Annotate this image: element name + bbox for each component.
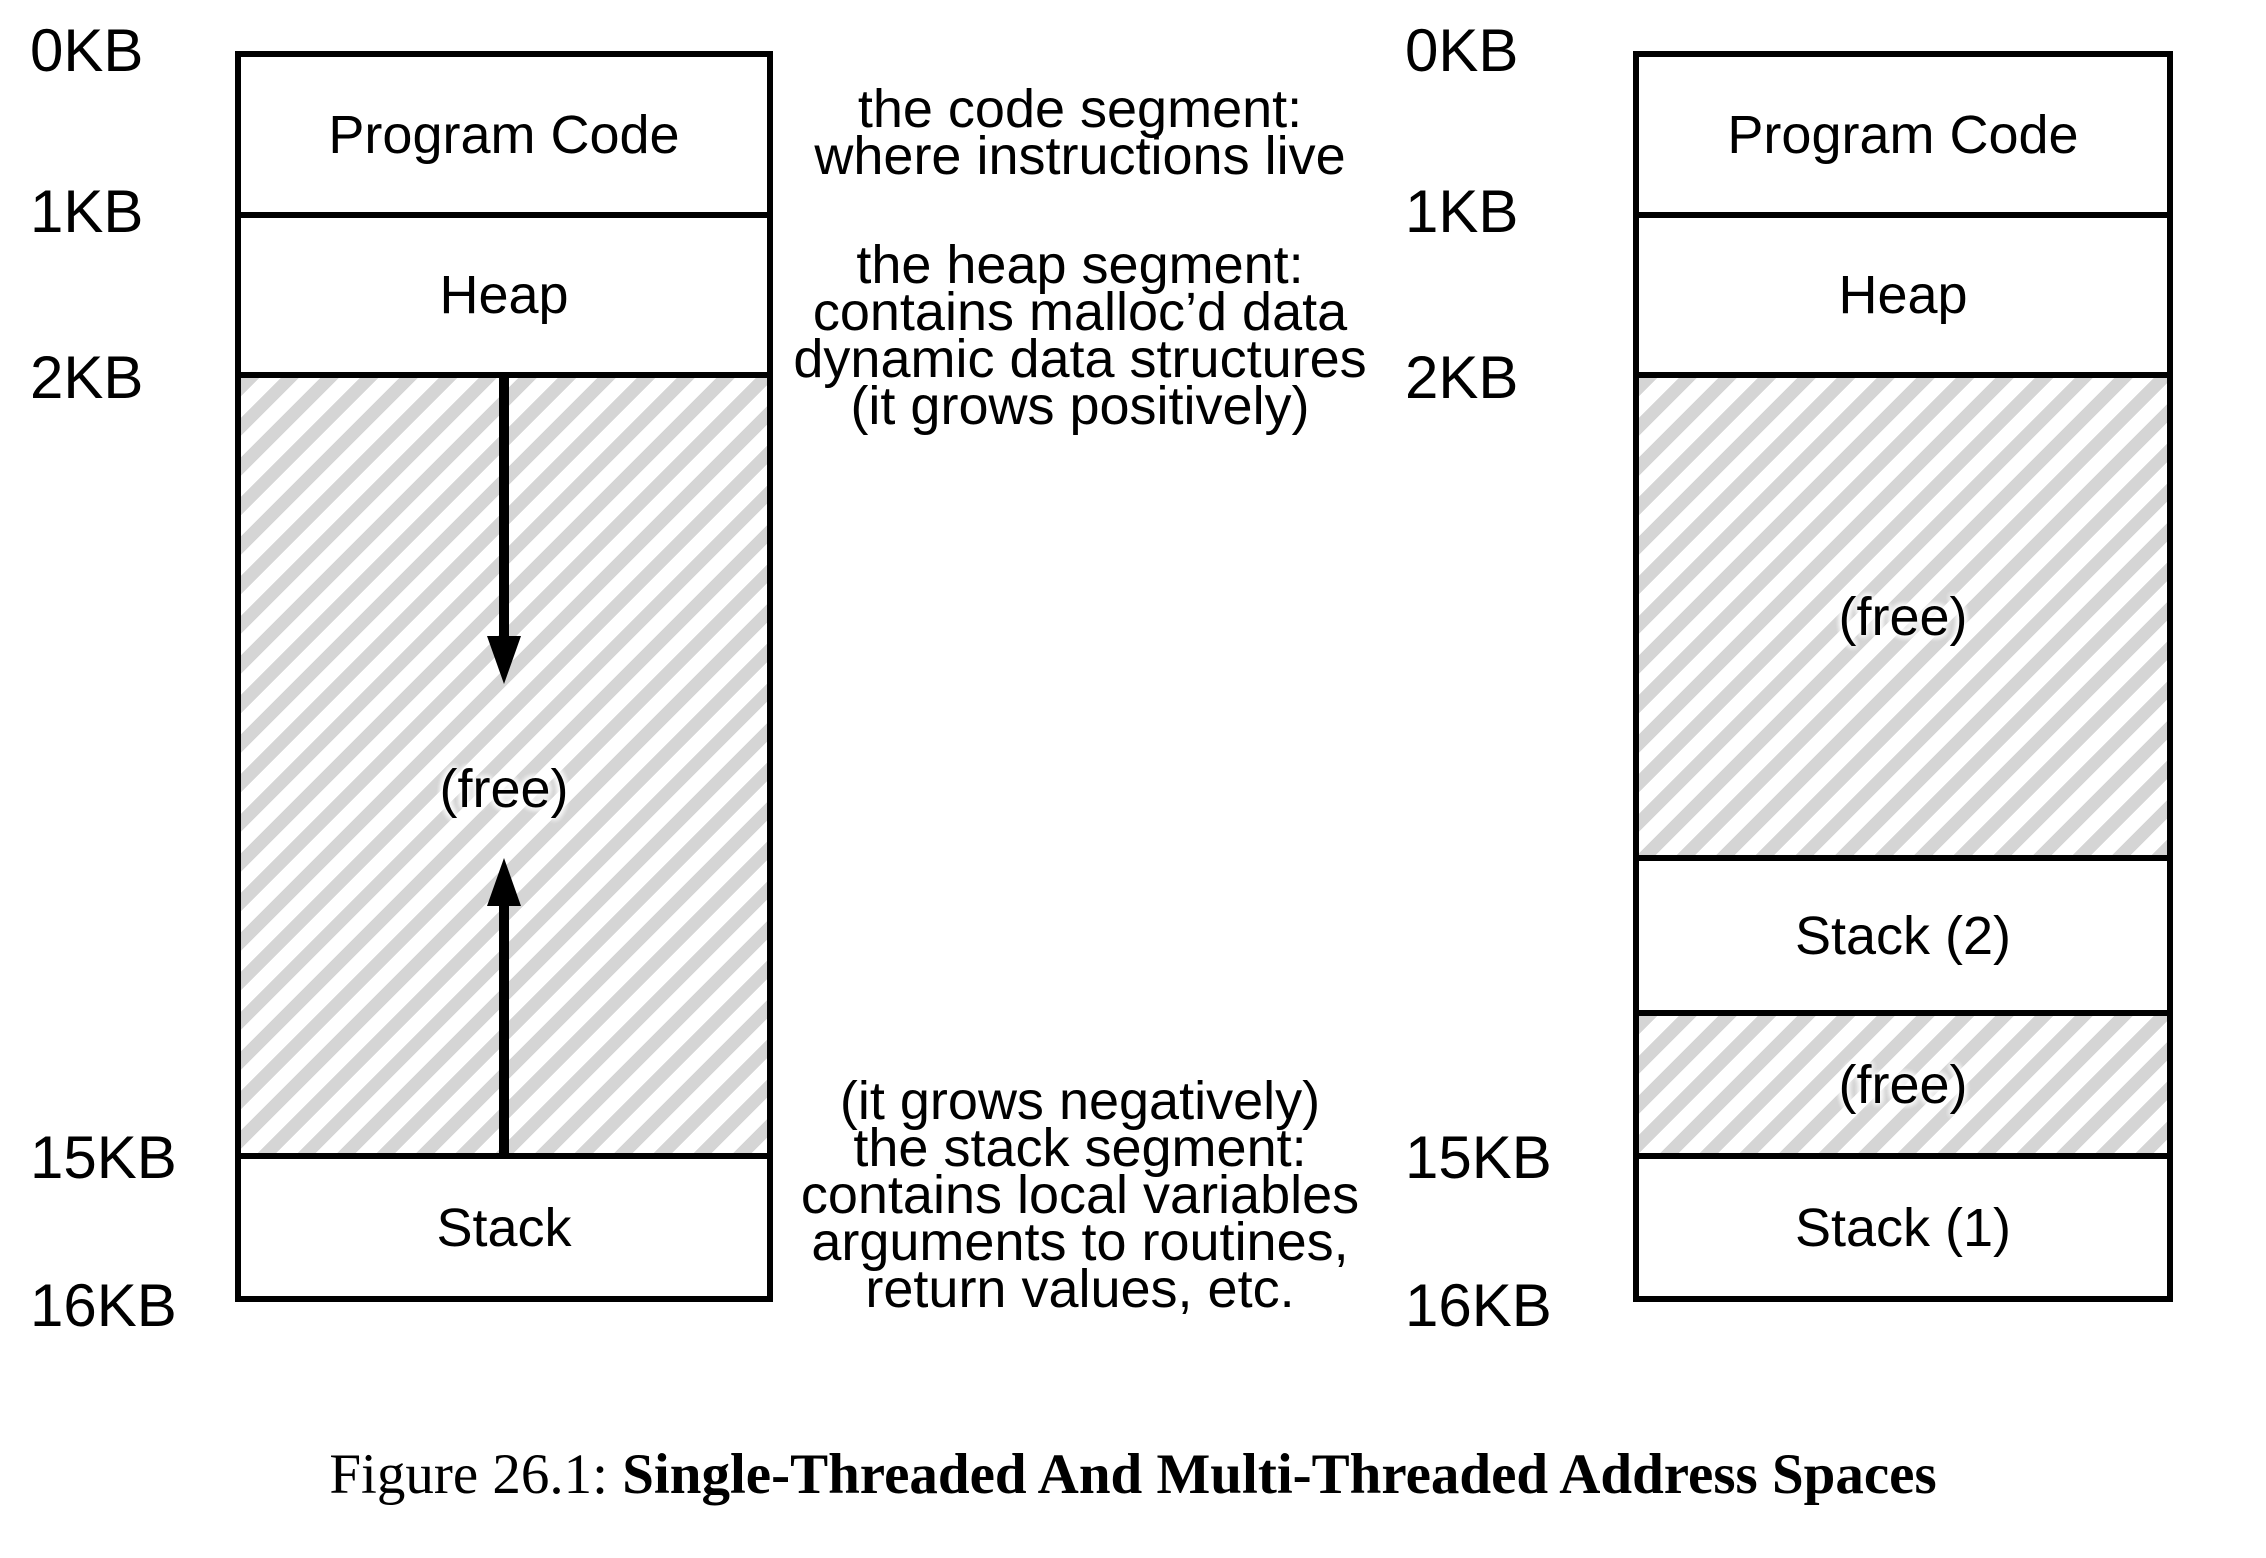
figure-caption-number: Figure 26.1: — [329, 1443, 623, 1506]
left-addr-label-16kb: 16KB — [30, 1272, 177, 1339]
right-addr-label-15kb: 15KB — [1405, 1124, 1552, 1191]
segment-heap: Heap — [1639, 212, 2167, 372]
heap-growth-arrow-head — [487, 636, 521, 684]
segment-program-code: Program Code — [241, 57, 767, 212]
annotation-line: arguments to routines, — [811, 1212, 1349, 1272]
segment-free-top: (free) — [1639, 372, 2167, 855]
annotation-line: (it grows negatively) — [839, 1071, 1321, 1131]
left-addr-label-0kb: 0KB — [30, 17, 144, 84]
segment-label: Stack (1) — [1794, 1197, 2012, 1258]
right-addr-label-1kb: 1KB — [1405, 178, 1519, 245]
left-addr-label-2kb: 2KB — [30, 344, 144, 411]
annotation-line: contains malloc’d data — [812, 282, 1348, 342]
segment-label: Stack — [436, 1197, 572, 1258]
segment-label: Program Code — [328, 104, 680, 165]
right-addr-label-16kb: 16KB — [1405, 1272, 1552, 1339]
heap-segment-annotation: the heap segment: contains malloc’d data… — [793, 235, 1367, 436]
right-addr-label-0kb: 0KB — [1405, 17, 1519, 84]
segment-label: Heap — [1838, 265, 1968, 325]
stack-growth-arrow-shaft — [499, 904, 509, 1153]
segment-program-code: Program Code — [1639, 57, 2167, 212]
segment-label: Program Code — [1727, 104, 2079, 165]
left-addr-label-15kb: 15KB — [30, 1124, 177, 1191]
segment-stack-2: Stack (2) — [1639, 855, 2167, 1010]
stack-growth-arrow-head — [487, 858, 521, 906]
annotation-line: the heap segment: — [856, 235, 1304, 295]
segment-stack: Stack — [241, 1153, 767, 1296]
heap-growth-arrow-shaft — [499, 377, 509, 638]
annotation-line: where instructions live — [814, 126, 1346, 186]
multi-threaded-address-space-box: Program Code Heap (free) Stack (2) (free… — [1633, 51, 2173, 1302]
code-segment-annotation: the code segment: where instructions liv… — [814, 79, 1346, 186]
segment-label: (free) — [1838, 586, 1968, 647]
annotation-line: (it grows positively) — [850, 376, 1310, 436]
right-addr-label-2kb: 2KB — [1405, 344, 1519, 411]
segment-free-mid: (free) — [1639, 1010, 2167, 1153]
segment-label: Heap — [439, 265, 569, 325]
segment-label: (free) — [1838, 1054, 1968, 1115]
annotation-line: contains local variables — [800, 1165, 1360, 1225]
annotation-line: the code segment: — [857, 79, 1303, 139]
segment-label: (free) — [439, 759, 569, 819]
figure-caption-title: Single-Threaded And Multi-Threaded Addre… — [622, 1443, 1937, 1506]
annotation-line: dynamic data structures — [793, 329, 1367, 389]
segment-stack-1: Stack (1) — [1639, 1153, 2167, 1296]
segment-heap: Heap — [241, 212, 767, 372]
annotation-line: return values, etc. — [865, 1259, 1295, 1319]
segment-label: Stack (2) — [1794, 905, 2012, 966]
figure-caption: Figure 26.1: Single-Threaded And Multi-T… — [0, 1440, 2266, 1510]
stack-segment-annotation: (it grows negatively) the stack segment:… — [800, 1071, 1360, 1319]
annotation-line: the stack segment: — [853, 1118, 1307, 1178]
left-addr-label-1kb: 1KB — [30, 178, 144, 245]
